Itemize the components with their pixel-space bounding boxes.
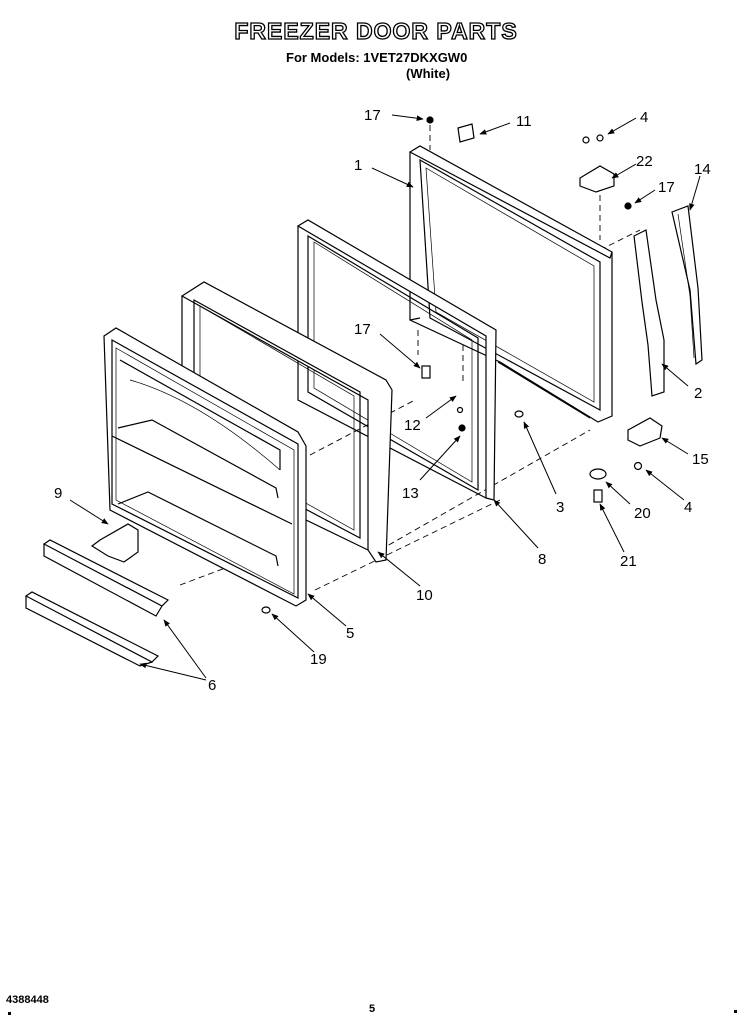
corner-mark-right [734, 1010, 737, 1013]
document-number: 4388448 [6, 994, 49, 1006]
callout-1: 1 [354, 157, 362, 174]
callout-4-bottom: 4 [684, 499, 692, 516]
lower-hinge-bracket [627, 417, 663, 447]
callout-numbers: 17 11 1 4 22 17 14 2 17 12 13 3 8 15 4 2… [54, 107, 711, 694]
door-label [457, 123, 475, 143]
callout-11: 11 [516, 113, 532, 130]
callout-15: 15 [692, 451, 709, 468]
door-shelves [24, 539, 170, 667]
callout-12: 12 [404, 417, 421, 434]
hinge-strips [633, 205, 703, 397]
callout-20: 20 [634, 505, 651, 522]
callout-8: 8 [538, 551, 546, 568]
callout-5: 5 [346, 625, 354, 642]
callout-4-top: 4 [640, 109, 648, 126]
callout-21: 21 [620, 553, 637, 570]
callout-19: 19 [310, 651, 327, 668]
callout-17-right: 17 [658, 179, 675, 196]
leader-lines [69, 114, 701, 681]
fasteners [261, 116, 643, 614]
callout-22: 22 [636, 153, 653, 170]
callout-9: 9 [54, 485, 62, 502]
model-color: (White) [406, 66, 451, 81]
callout-14: 14 [694, 161, 711, 178]
upper-hinge-bracket [579, 165, 615, 193]
shelf-bracket [90, 523, 139, 563]
page-title: FREEZER DOOR PARTS [234, 17, 518, 44]
callout-10: 10 [416, 587, 433, 604]
callout-13: 13 [402, 485, 419, 502]
door-liner-frame [408, 145, 613, 423]
model-number: For Models: 1VET27DKXGW0 [286, 50, 468, 65]
page-number: 5 [369, 1003, 376, 1015]
callout-3: 3 [556, 499, 564, 516]
inner-door-liner [103, 327, 307, 607]
corner-mark-left [8, 1012, 11, 1015]
callout-2: 2 [694, 385, 702, 402]
callout-17-top: 17 [364, 107, 381, 124]
callout-6: 6 [208, 677, 216, 694]
callout-17-middle: 17 [354, 321, 371, 338]
